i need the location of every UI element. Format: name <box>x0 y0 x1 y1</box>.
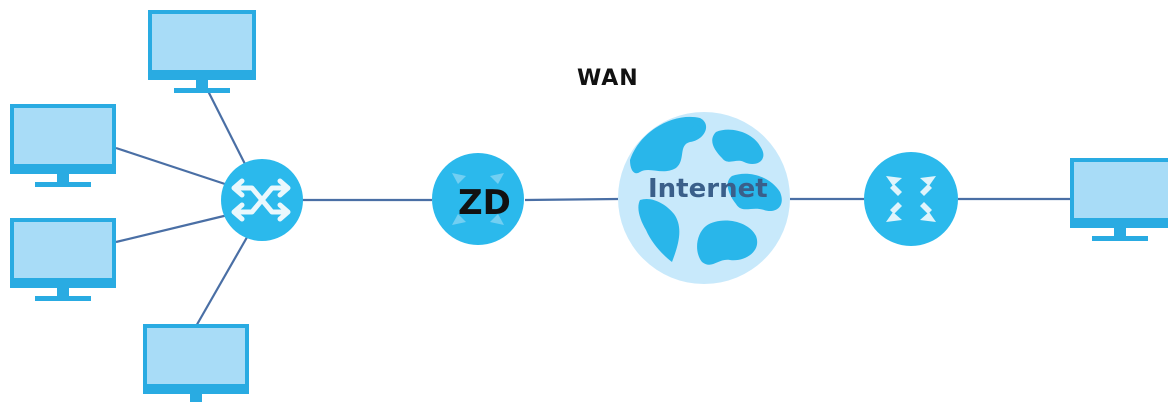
monitor-icon <box>10 104 116 187</box>
wan-label: WAN <box>577 66 639 91</box>
globe-icon <box>618 112 790 284</box>
internet-label: Internet <box>648 174 768 204</box>
link-switch-to-bottom-pc <box>194 231 251 329</box>
monitor-icon <box>143 324 249 402</box>
zd-device-icon <box>432 153 524 245</box>
monitor-icon <box>148 10 256 93</box>
switch-icon <box>221 159 303 241</box>
link-zd-to-internet <box>524 197 619 202</box>
zd-device-label: ZD <box>458 183 511 223</box>
router-icon <box>864 152 958 246</box>
monitor-icon <box>10 218 116 301</box>
link-switch-to-top-pc <box>204 84 249 171</box>
monitor-icon <box>1070 158 1168 241</box>
link-switch-to-left-pc-2 <box>115 213 229 244</box>
links <box>115 84 1072 329</box>
link-switch-to-left-pc-1 <box>115 146 229 187</box>
